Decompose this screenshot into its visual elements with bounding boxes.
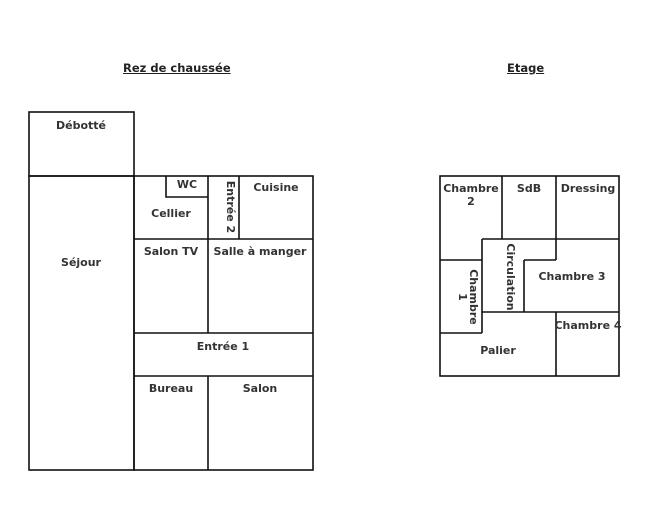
upper-floor-plan: Chambre 2 SdB Dressing Circulation Chamb… (439, 175, 622, 377)
label-debotte: Débotté (56, 119, 106, 132)
upper-outline (439, 175, 620, 377)
label-chambre4: Chambre 4 (554, 319, 621, 332)
label-entree1: Entrée 1 (197, 340, 249, 353)
upper-floor-title: Etage (507, 61, 545, 75)
ground-floor-plan: Débotté Séjour WC Cellier Entrée 2 Cuisi… (28, 111, 314, 471)
wall-wc (165, 176, 208, 198)
ground-floor-title: Rez de chaussée (123, 61, 231, 75)
label-salon: Salon (243, 382, 278, 395)
label-wc: WC (177, 178, 197, 191)
label-chambre2-line1: Chambre (443, 182, 499, 195)
ground-right-block (133, 175, 314, 471)
label-entree2: Entrée 2 (224, 181, 237, 233)
label-sejour: Séjour (61, 256, 102, 269)
label-salon-tv: Salon TV (144, 245, 199, 258)
label-chambre1-line1: Chambre (467, 269, 480, 325)
label-bureau: Bureau (149, 382, 193, 395)
label-chambre3: Chambre 3 (538, 270, 605, 283)
label-chambre2-line2: 2 (467, 195, 475, 208)
label-circulation: Circulation (504, 243, 517, 310)
room-sejour (28, 175, 135, 471)
label-sdb: SdB (517, 182, 541, 195)
label-dressing: Dressing (561, 182, 616, 195)
label-salle-a-manger: Salle à manger (214, 245, 307, 258)
label-cellier: Cellier (151, 207, 191, 220)
label-cuisine: Cuisine (253, 181, 298, 194)
label-palier: Palier (480, 344, 516, 357)
label-chambre1-line2: 1 (456, 293, 469, 301)
